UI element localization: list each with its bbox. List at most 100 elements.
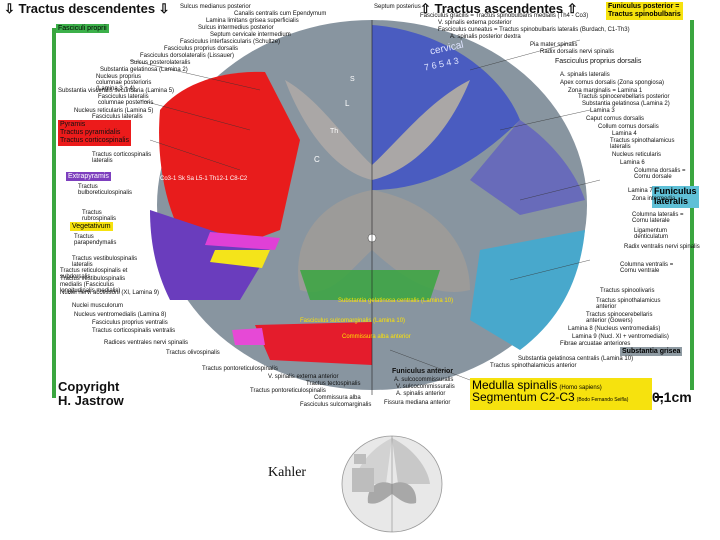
bottom-label-0: Tractus pontoreticulospinalis bbox=[202, 366, 278, 372]
central-label-1: Substantia gelatinosa centralis (Lamina … bbox=[338, 298, 454, 304]
left-label-21: Tractus vestibulospinalis medialis (Fasc… bbox=[60, 276, 126, 294]
substantia-grisea-box: Substantia grisea bbox=[620, 347, 683, 356]
extrapyramid-purple bbox=[150, 210, 270, 300]
lateralis-label: lateralis bbox=[654, 195, 689, 206]
left-label-13: Nucleus reticularis (Lamina 5) bbox=[74, 108, 154, 114]
left-label-18: Tractus parapendymalis bbox=[74, 234, 117, 246]
right-label-15: Collum cornus dorsalis bbox=[598, 124, 659, 130]
bottom-label-4: Commissura alba bbox=[314, 395, 361, 401]
right-label-20: Columna dorsalis = Cornu dorsale bbox=[634, 168, 686, 180]
central-label-3: Commissura alba anterior bbox=[342, 334, 411, 340]
lamina-Th-label: Th bbox=[330, 128, 339, 135]
bottom-label-3: Tractus pontoreticulospinalis bbox=[250, 388, 326, 394]
extrapyramis-box: Extrapyramis bbox=[66, 172, 111, 181]
central-label-2: Fasciculus sulcomarginalis (Lamina 10) bbox=[300, 318, 406, 324]
left-segments-label: Co3-1 Sk Sa L5-1 Th12-1 C8-C2 bbox=[160, 176, 248, 182]
right-label-25: Radix ventralis nervi spinalis bbox=[624, 244, 700, 250]
left-label-28: Tractus olivospinalis bbox=[166, 350, 220, 356]
left-label-12: Fasciculus lateralis columnae posteriori… bbox=[98, 94, 154, 106]
pyramis-box: Pyramis Tractus pyramidalis Tractus cort… bbox=[58, 120, 131, 147]
left-label-3: Sulcus intermedius posterior bbox=[198, 25, 274, 31]
copyright-line-1: Copyright bbox=[58, 379, 120, 394]
fasciculus-proprius-green-right bbox=[372, 270, 440, 300]
left-label-6: Fasciculus proprius dorsalis bbox=[164, 46, 239, 52]
kahler-box-left bbox=[352, 468, 374, 492]
left-label-9: Substantia gelatinosa (Lamina 2) bbox=[100, 67, 188, 73]
right-label-13: Lamina 3 bbox=[590, 108, 615, 114]
kahler-box-top bbox=[354, 454, 366, 464]
left-label-7: Fasciculus dorsolateralis (Lissauer) bbox=[140, 53, 235, 59]
right-label-21: Lamina 7 bbox=[628, 188, 653, 194]
scale-bar bbox=[655, 396, 663, 398]
leader-lines bbox=[129, 39, 601, 381]
left-green-bracket bbox=[52, 28, 56, 398]
left-label-24: Nucleus ventromedialis (Lamina 8) bbox=[74, 312, 167, 318]
left-label-2: Lamina limitans grisea superficialis bbox=[206, 18, 299, 24]
homo-sapiens-label: (Homo sapiens) bbox=[559, 385, 602, 391]
kahler-region-a bbox=[392, 438, 430, 484]
funiculus-posterior-box: Funiculus posterior = Tractus spinobulba… bbox=[606, 2, 683, 21]
right-label-2: V. spinalis externa posterior bbox=[438, 20, 512, 26]
right-label-18: Nucleus reticularis bbox=[612, 152, 662, 158]
tractus-corticospinalis-label: Tractus corticospinalis bbox=[60, 137, 129, 145]
right-label-26: Columna ventralis = Cornu ventrale bbox=[620, 262, 674, 274]
right-label-11: Tractus spinocerebellaris posterior bbox=[578, 94, 670, 100]
tractus-descendentes-title: ⇩ Tractus descendentes ⇩ bbox=[4, 1, 170, 16]
right-label-1: Fasciculus gracilis = Tractus spinobulba… bbox=[420, 13, 589, 19]
medulla-spinalis-label: Medulla spinalis bbox=[472, 378, 558, 392]
right-label-34: Tractus spinothalamicus anterior bbox=[490, 363, 577, 369]
right-label-33: Substantia gelatinosa centralis (Lamina … bbox=[518, 356, 634, 362]
spinal-cord-diagram bbox=[52, 20, 694, 398]
left-label-14: Fasciculus lateralis bbox=[92, 114, 143, 120]
tractus-ascendentes-title: ⇧ Tractus ascendentes ⇧ bbox=[420, 1, 578, 16]
right-label-8: A. spinalis lateralis bbox=[560, 72, 610, 78]
lamina-C-label: C bbox=[314, 155, 320, 164]
lateral-blue bbox=[470, 120, 585, 215]
bottom-label-2: Tractus tectospinalis bbox=[306, 381, 361, 387]
bottom-label-5: Fasciculus sulcomarginalis bbox=[300, 402, 372, 408]
scale-label: 0,1cm bbox=[652, 389, 692, 405]
right-label-10: Zona marginalis = Lamina 1 bbox=[568, 88, 643, 94]
copyright: Copyright H. Jastrow bbox=[58, 379, 124, 409]
left-label-11: Substantia visceralis secundaria (Lamina… bbox=[58, 88, 175, 94]
left-label-22: Nuclei nervi accessorii (XI, Lamina 9) bbox=[60, 290, 160, 296]
anterior-magenta bbox=[232, 328, 265, 345]
left-label-8: Sulcus posterolateralis bbox=[130, 60, 191, 66]
fasciculus-proprius-green bbox=[300, 270, 372, 300]
right-label-3: Fasciculus cuneatus = Tractus spinobulba… bbox=[438, 27, 630, 33]
left-label-4: Septum cervicale intermedium bbox=[210, 32, 291, 38]
pyramis-label: Pyramis bbox=[60, 121, 86, 128]
right-label-27: Tractus spinoolivaris bbox=[600, 288, 655, 294]
anterior-corticospinal-red bbox=[255, 322, 372, 365]
left-label-17: Tractus rubrospinalis bbox=[82, 210, 117, 222]
bottom-label-7: A. sulcocommissuralis bbox=[394, 377, 454, 383]
right-label-29: Tractus spinocerebellaris anterior (Gowe… bbox=[586, 312, 653, 324]
right-label-14: Caput cornus dorsalis bbox=[586, 116, 645, 122]
bottom-label-6: Funiculus anterior bbox=[392, 368, 454, 375]
lamina-S-label: S bbox=[350, 76, 355, 83]
left-label-10: Nucleus proprius columnae posterioris (L… bbox=[96, 74, 152, 92]
left-label-1: Canalis centralis cum Ependymum bbox=[234, 11, 327, 17]
right-label-4: A. spinalis posterior dextra bbox=[450, 34, 521, 40]
vegetativum-box: Vegetativum bbox=[70, 222, 113, 231]
lamina-L-label: L bbox=[345, 99, 350, 108]
right-label-6: Radix dorsalis nervi spinalis bbox=[540, 49, 615, 55]
tractus-spinobulbaris-label: Tractus spinobulbaris bbox=[608, 11, 681, 19]
lateral-corticospinal-red bbox=[159, 71, 300, 260]
right-label-9: Apex cornus dorsalis (Zona spongiosa) bbox=[560, 80, 665, 86]
left-label-16: Tractus bulboreticulospinalis bbox=[78, 184, 133, 196]
right-label-19: Lamina 6 bbox=[620, 160, 645, 166]
parapendymal-yellow bbox=[210, 250, 270, 268]
bottom-label-8: V. sulcocommissuralis bbox=[396, 384, 455, 390]
right-label-32: Fibrae arcuatae anteriores bbox=[560, 341, 631, 347]
anterolateral-blue bbox=[470, 230, 585, 350]
right-label-24: Ligamentum denticulatum bbox=[634, 228, 669, 240]
bottom-label-10: Fissura mediana anterior bbox=[384, 400, 451, 406]
left-label-0: Sulcus medianus posterior bbox=[180, 4, 251, 10]
left-label-26: Tractus corticospinalis ventralis bbox=[92, 328, 176, 334]
right-label-7: Fasciculus proprius dorsalis bbox=[555, 58, 642, 65]
kahler-thumbnail bbox=[341, 435, 443, 533]
left-label-15: Tractus corticospinalis lateralis bbox=[92, 152, 152, 164]
right-label-5: Pia mater spinalis bbox=[530, 42, 578, 48]
tractus-pyramidalis-label: Tractus pyramidalis bbox=[60, 129, 121, 137]
